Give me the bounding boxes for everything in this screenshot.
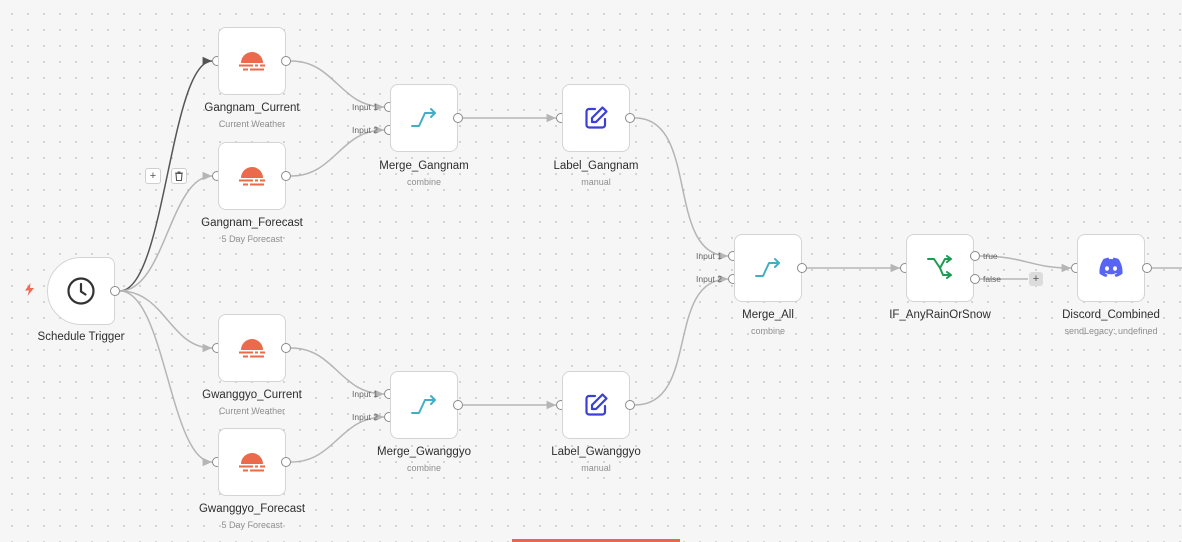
node-title: Label_Gwanggyo: [551, 446, 641, 458]
node-title: Merge_All: [742, 309, 794, 321]
false-output-handle[interactable]: [970, 274, 980, 284]
node-title: Schedule Trigger: [37, 331, 125, 343]
output-handle[interactable]: [625, 400, 635, 410]
node-merge-all[interactable]: [734, 234, 802, 302]
weather-sun-fog-icon: [237, 336, 267, 360]
edge-trigger-gangnam-current[interactable]: [119, 56, 213, 292]
node-title: Gangnam_Current: [204, 102, 300, 114]
node-gangnam-current[interactable]: [218, 27, 286, 95]
node-title: Merge_Gangnam: [379, 160, 469, 172]
edge-gangnam-forecast-merge[interactable]: [290, 125, 385, 177]
node-subtitle: combine: [406, 177, 442, 187]
node-gangnam-forecast[interactable]: [218, 142, 286, 210]
output-handle[interactable]: [281, 56, 291, 66]
merge-arrow-icon: [409, 393, 439, 417]
output-handle[interactable]: [281, 343, 291, 353]
trigger-output-handle[interactable]: [110, 286, 120, 296]
edge-trigger-gwanggyo-current[interactable]: [119, 290, 213, 353]
node-subtitle: Current Weather: [218, 119, 286, 129]
input-2-label: Input 2: [352, 412, 378, 422]
node-subtitle: 5 Day Forecast: [221, 520, 283, 530]
edge-gangnam-current-merge[interactable]: [290, 60, 385, 112]
weather-sun-fog-icon: [237, 450, 267, 474]
node-subtitle: combine: [406, 463, 442, 473]
weather-sun-fog-icon: [237, 49, 267, 73]
input-1-label: Input 1: [696, 251, 722, 261]
node-if-any-rain-or-snow[interactable]: [906, 234, 974, 302]
edit-pencil-icon: [582, 391, 610, 419]
node-subtitle: Current Weather: [218, 406, 286, 416]
trash-icon: [172, 169, 186, 183]
edge-label-gwanggyo-merge-all[interactable]: [634, 274, 729, 406]
edit-pencil-icon: [582, 104, 610, 132]
output-handle[interactable]: [1142, 263, 1152, 273]
node-merge-gangnam[interactable]: [390, 84, 458, 152]
add-node-button[interactable]: +: [145, 168, 161, 184]
weather-sun-fog-icon: [237, 164, 267, 188]
output-handle[interactable]: [281, 457, 291, 467]
edge-trigger-gangnam-forecast[interactable]: [119, 171, 213, 292]
clock-icon: [66, 276, 96, 306]
node-subtitle: sendLegacy: undefined: [1064, 326, 1158, 336]
node-title: Merge_Gwanggyo: [377, 446, 471, 458]
output-handle[interactable]: [797, 263, 807, 273]
node-title: Gangnam_Forecast: [201, 217, 303, 229]
node-title: IF_AnyRainOrSnow: [889, 309, 991, 321]
input-1-label: Input 1: [352, 389, 378, 399]
output-handle[interactable]: [453, 400, 463, 410]
delete-connection-button[interactable]: [171, 168, 187, 184]
node-label-gwanggyo[interactable]: [562, 371, 630, 439]
node-subtitle: manual: [581, 463, 611, 473]
edge-gwanggyo-current-merge[interactable]: [290, 347, 385, 399]
input-1-label: Input 1: [352, 102, 378, 112]
bottom-execute-bar[interactable]: [512, 539, 680, 542]
node-gwanggyo-forecast[interactable]: [218, 428, 286, 496]
false-branch-label: false: [983, 274, 1001, 284]
node-title: Gwanggyo_Forecast: [198, 503, 306, 515]
merge-arrow-icon: [753, 256, 783, 280]
node-schedule-trigger[interactable]: [47, 257, 115, 325]
edge-trigger-gwanggyo-forecast[interactable]: [119, 290, 213, 467]
node-subtitle: 5 Day Forecast: [221, 234, 283, 244]
node-title: Label_Gangnam: [553, 160, 639, 172]
if-branch-icon: [925, 255, 955, 281]
merge-arrow-icon: [409, 106, 439, 130]
discord-icon: [1096, 256, 1126, 280]
node-discord-combined[interactable]: [1077, 234, 1145, 302]
node-title: Gwanggyo_Current: [202, 389, 302, 401]
node-label-gangnam[interactable]: [562, 84, 630, 152]
edge-gwanggyo-forecast-merge[interactable]: [290, 412, 385, 463]
output-handle[interactable]: [453, 113, 463, 123]
node-merge-gwanggyo[interactable]: [390, 371, 458, 439]
lightning-bolt-icon: [24, 283, 35, 296]
add-false-branch-button[interactable]: +: [1029, 272, 1043, 286]
input-2-label: Input 2: [696, 274, 722, 284]
node-gwanggyo-current[interactable]: [218, 314, 286, 382]
node-title: Discord_Combined: [1062, 309, 1160, 321]
true-branch-label: true: [983, 251, 998, 261]
node-subtitle: manual: [581, 177, 611, 187]
output-handle[interactable]: [281, 171, 291, 181]
true-output-handle[interactable]: [970, 251, 980, 261]
node-subtitle: combine: [750, 326, 786, 336]
edge-if-true-discord[interactable]: [979, 255, 1072, 273]
output-handle[interactable]: [625, 113, 635, 123]
edge-label-gangnam-merge-all[interactable]: [634, 117, 729, 261]
input-2-label: Input 2: [352, 125, 378, 135]
